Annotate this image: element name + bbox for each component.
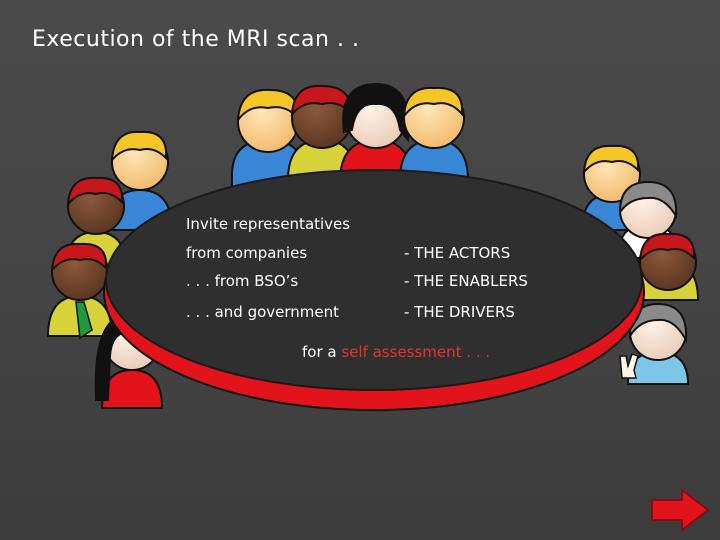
- intro-text: Invite representatives: [186, 215, 351, 233]
- next-arrow-icon[interactable]: [650, 488, 710, 532]
- person-right-3: [636, 232, 700, 301]
- person-left-3: [46, 242, 114, 340]
- person-right-4: [619, 302, 690, 385]
- row-3-right: - THE DRIVERS: [404, 303, 515, 321]
- row-1-right: - THE ACTORS: [404, 244, 511, 262]
- footer-prefix: for a: [302, 343, 342, 361]
- row-2-right: - THE ENABLERS: [404, 272, 528, 290]
- slide-title: Execution of the MRI scan . .: [32, 27, 360, 52]
- round-table: [103, 169, 645, 411]
- footer-accent: self assessment . . .: [341, 343, 491, 361]
- row-3-left: . . . and government: [186, 303, 340, 321]
- footer-line: for a self assessment . . .: [302, 343, 490, 361]
- person-top-1: [231, 88, 305, 191]
- row-2-left: . . . from BSO’s: [186, 272, 299, 290]
- row-1-left: from companies: [186, 244, 308, 262]
